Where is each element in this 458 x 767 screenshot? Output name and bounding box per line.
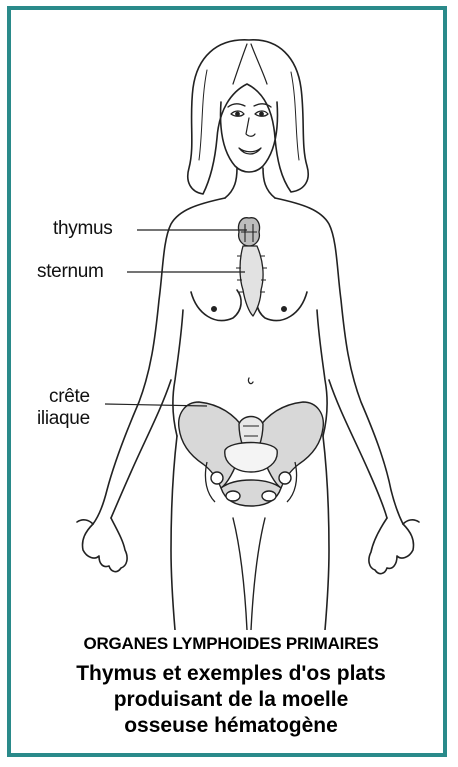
hand-left [82,518,127,572]
hair-strand [233,44,247,84]
sternum-shape [240,246,263,316]
sternum-label: sternum [37,261,104,282]
hand-right [369,518,414,574]
obturator-left [226,491,240,501]
figure-frame: thymus sternum crête iliaque ORGANES LYM… [7,6,447,757]
pelvis [179,402,324,506]
leg-left [171,436,177,630]
caption-heading: ORGANES LYMPHOIDES PRIMAIRES [11,634,451,654]
caption-line: osseuse hématogène [11,713,451,739]
obturator-right [262,491,276,501]
face-outline [221,102,278,172]
crete-label-line2: iliaque [37,408,90,429]
thymus-label: thymus [53,218,112,239]
caption-line: produisant de la moelle [11,687,451,713]
leg-inner [233,518,247,630]
leader-lines [105,230,247,406]
neck [225,168,237,198]
caption-description: Thymus et exemples d'os plats produisant… [11,661,451,739]
body-outline-right [275,198,403,524]
hair-strand [251,44,267,84]
nose [246,118,255,136]
leg-right [323,436,329,630]
hair-outline [188,40,308,194]
breast-right [257,290,307,320]
mouth [239,148,261,154]
body-illustration [11,10,451,630]
navel [248,378,253,384]
hair-strand [199,70,207,160]
hair-strand [291,72,299,160]
caption-line: Thymus et exemples d'os plats [11,661,451,687]
crete-label-line1: crête [49,386,90,407]
breast-left [191,290,241,320]
